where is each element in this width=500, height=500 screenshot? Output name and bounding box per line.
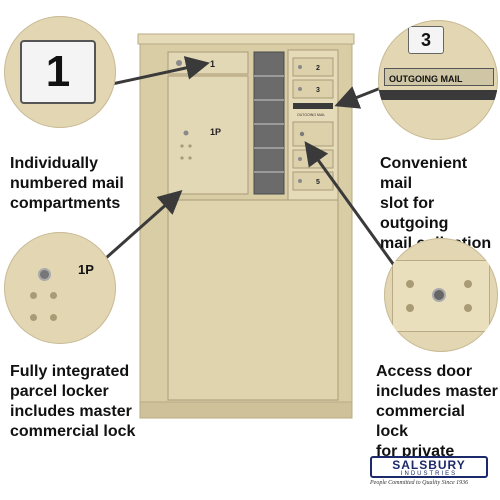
door-3-number: 3 — [316, 87, 320, 94]
parcel-rivet — [180, 156, 184, 160]
rivet-icon — [406, 280, 414, 288]
lock-icon — [434, 290, 444, 300]
outgoing-slot-detail — [378, 90, 498, 100]
door-5-number: 5 — [316, 179, 320, 186]
door-2[interactable] — [292, 57, 334, 77]
parcel-lock — [183, 130, 189, 136]
brand-tagline: People Committed to Quality Since 1936 — [370, 480, 469, 486]
parcel-rivet — [188, 144, 192, 148]
plate-number: 3 — [420, 30, 431, 50]
rivet-icon — [30, 314, 37, 321]
callout-access-circle — [384, 238, 498, 352]
lock-icon — [40, 270, 49, 279]
number-plate-3: 3 — [408, 26, 444, 54]
door-3-lock — [298, 87, 302, 91]
arrow-parcel — [105, 190, 183, 260]
parcel-locker-label: 1P — [210, 127, 221, 137]
outgoing-slot-label: OUTGOING MAIL — [297, 113, 325, 117]
brand-sub: INDUSTRIES — [400, 471, 458, 477]
brand-name: SALSBURY — [392, 458, 466, 472]
callout-compartment-circle: 1 — [4, 16, 116, 128]
caption-access: Access door includes master commercial l… — [376, 363, 498, 480]
cabinet-top — [137, 33, 355, 45]
cabinet-base — [139, 401, 353, 419]
mailbox-unit: 1 1P 2 3 OUTGOING MAIL 5 — [137, 33, 355, 419]
door-5-lock — [298, 179, 302, 183]
access-lock — [299, 131, 305, 137]
door-2-lock — [298, 65, 302, 69]
arrow-access — [304, 141, 398, 269]
rivet-icon — [30, 292, 37, 299]
door-2-number: 2 — [316, 65, 320, 72]
rivet-icon — [464, 304, 472, 312]
caption-parcel: Fully integrated parcel locker includes … — [10, 363, 136, 440]
door-1-lock — [176, 60, 182, 66]
callout-parcel-circle: 1P — [4, 232, 116, 344]
door-4-lock — [298, 157, 302, 161]
rivet-icon — [406, 304, 414, 312]
caption-compartment: Individually numbered mail compartments — [10, 155, 124, 212]
outgoing-slot[interactable] — [293, 103, 333, 109]
parcel-locker-door[interactable] — [167, 75, 249, 195]
lower-panel — [167, 199, 339, 401]
plate-number: 1 — [45, 47, 71, 96]
rivet-icon — [464, 280, 472, 288]
callout-outgoing-circle: 3 OUTGOING MAIL — [378, 20, 498, 140]
logo-box: SALSBURY INDUSTRIES — [370, 456, 488, 478]
number-plate-1: 1 — [20, 40, 96, 104]
brand-logo: SALSBURY INDUSTRIES People Committed to … — [370, 456, 488, 486]
door-1-number: 1 — [210, 59, 215, 69]
arrow-compartment — [111, 56, 210, 86]
door-3[interactable] — [292, 79, 334, 99]
parcel-rivet — [188, 156, 192, 160]
parcel-callout-label: 1P — [78, 262, 94, 277]
rivet-icon — [50, 292, 57, 299]
rivet-icon — [50, 314, 57, 321]
outgoing-mail-plate: OUTGOING MAIL — [384, 68, 494, 86]
outgoing-plate-text: OUTGOING MAIL — [389, 74, 463, 84]
parcel-rivet — [180, 144, 184, 148]
